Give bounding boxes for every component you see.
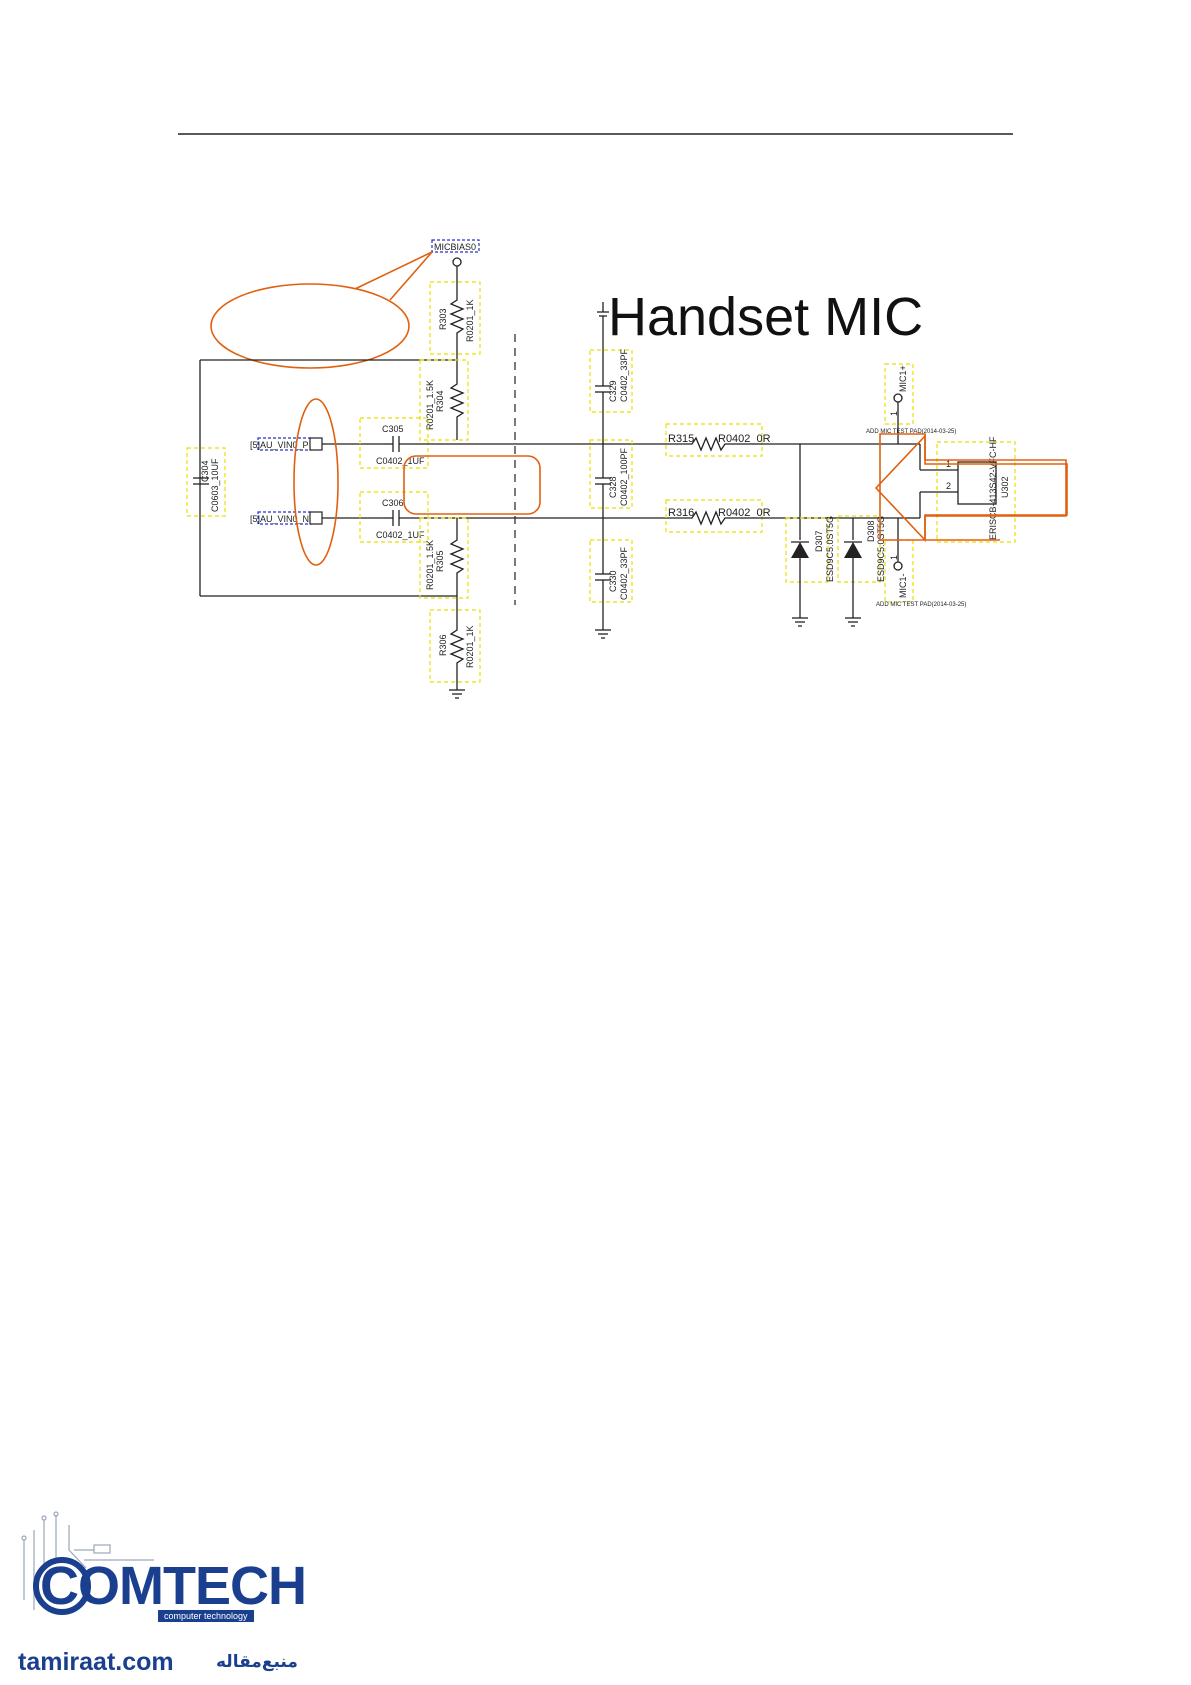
r305-resistor xyxy=(449,518,465,596)
mic-plus-label: MIC1+ xyxy=(898,365,908,392)
r305-value: R0201_1.5K xyxy=(425,540,435,590)
c330-value: C0402_33PF xyxy=(619,546,629,600)
test-pad-note-top: ADD MIC TEST PAD(2014-03-25) xyxy=(866,429,956,435)
mic-plus-pin: 1 xyxy=(889,411,899,416)
u302-value: ERISCB-413S42-VFC-HF xyxy=(988,436,998,540)
ground-symbol-d307 xyxy=(792,617,808,627)
c328-ref: C328 xyxy=(608,476,618,498)
r316-resistor xyxy=(672,510,905,526)
vin-n-net-label: [5]AU_VIN0_N xyxy=(250,514,309,524)
micbias-net-box xyxy=(431,239,480,253)
r316-ref: R316 xyxy=(668,507,694,519)
ground-symbol-d308 xyxy=(845,617,861,627)
d308-box xyxy=(837,515,881,583)
logo-wordmark: COMTECH xyxy=(40,1555,307,1617)
vin-n-port xyxy=(309,511,323,525)
c330-ref: C330 xyxy=(608,570,618,592)
r303-resistor xyxy=(449,290,465,345)
logo-tagline: computer technology xyxy=(158,1610,254,1622)
c305-box xyxy=(359,417,429,469)
annotation-wire-box xyxy=(403,455,541,515)
r304-resistor xyxy=(449,372,465,440)
r304-value: R0201_1.5K xyxy=(425,380,435,430)
u302-body xyxy=(957,461,997,505)
r316-box xyxy=(665,499,763,533)
r304-ref: R304 xyxy=(435,390,445,412)
vin-p-port xyxy=(309,437,323,451)
c304-value: C0603_10UF xyxy=(210,458,220,512)
mic-plus-pad-box xyxy=(884,363,914,425)
c306-box xyxy=(359,491,429,543)
mic-plus-pad xyxy=(893,393,903,403)
r315-resistor xyxy=(672,436,800,452)
d307-box xyxy=(785,517,829,583)
r306-ref: R306 xyxy=(438,634,448,656)
d308-value: ESD9C5.0ST5G xyxy=(876,516,886,582)
u302-pin2: 2 xyxy=(946,481,951,491)
d307-ref: D307 xyxy=(814,530,824,552)
annotation-arrow-outline xyxy=(874,433,1067,543)
r306-resistor xyxy=(449,620,465,690)
annotation-balloon-pointer xyxy=(354,251,433,301)
r306-value: R0201_1K xyxy=(465,625,475,668)
r303-box xyxy=(429,281,481,355)
r304-box xyxy=(419,359,469,441)
c304-ref: C304 xyxy=(200,460,210,482)
r316-value: R0402_0R xyxy=(718,507,771,519)
diagram-title: Handset MIC xyxy=(608,287,923,347)
micbias-terminal xyxy=(452,257,462,267)
r306-box xyxy=(429,609,481,683)
c330-box xyxy=(589,539,633,603)
test-pad-note-bottom: ADD MIC TEST PAD(2014-03-25) xyxy=(876,602,966,608)
c305-value: C0402_1UF xyxy=(376,456,425,466)
c329-ref: C329 xyxy=(608,380,618,402)
c306-ref: C306 xyxy=(382,498,404,508)
d308-ref: D308 xyxy=(866,520,876,542)
d308-diode xyxy=(844,542,862,558)
c328-value: C0402_100PF xyxy=(619,447,629,506)
u302-box xyxy=(936,441,1016,543)
r303-ref: R303 xyxy=(438,308,448,330)
micbias-net-label: MICBIAS0 xyxy=(434,242,476,252)
c304-box xyxy=(186,447,226,517)
c328-box xyxy=(589,439,633,509)
logo-brand: COMTECH xyxy=(40,1556,307,1616)
vin-p-net-label: [5]AU_VIN0_P xyxy=(250,440,309,450)
r305-ref: R305 xyxy=(435,550,445,572)
mic-minus-pad xyxy=(893,561,903,571)
c306-value: C0402_1UF xyxy=(376,530,425,540)
r315-ref: R315 xyxy=(668,433,694,445)
r303-value: R0201_1K xyxy=(465,299,475,342)
ground-symbol-c330 xyxy=(595,629,611,639)
annotation-balloon xyxy=(210,283,410,369)
mic-minus-pin: 1 xyxy=(889,555,899,560)
r315-value: R0402_0R xyxy=(718,433,771,445)
r305-box xyxy=(419,517,469,599)
source-label: منبع‌مقاله xyxy=(216,1652,298,1672)
c305-ref: C305 xyxy=(382,424,404,434)
d307-value: ESD9C5.0ST5G xyxy=(825,516,835,582)
mic-minus-label: MIC1- xyxy=(898,573,908,598)
ground-symbol-r306 xyxy=(449,689,465,699)
annotation-input-ellipse xyxy=(293,398,339,566)
r315-box xyxy=(665,423,763,457)
c329-box xyxy=(589,349,633,413)
comtech-circuit-graphic xyxy=(21,1511,154,1615)
site-url: tamiraat.com xyxy=(18,1648,174,1676)
d307-diode xyxy=(791,542,809,558)
c329-value: C0402_33PF xyxy=(619,348,629,402)
u302-ref: U302 xyxy=(1000,476,1010,498)
